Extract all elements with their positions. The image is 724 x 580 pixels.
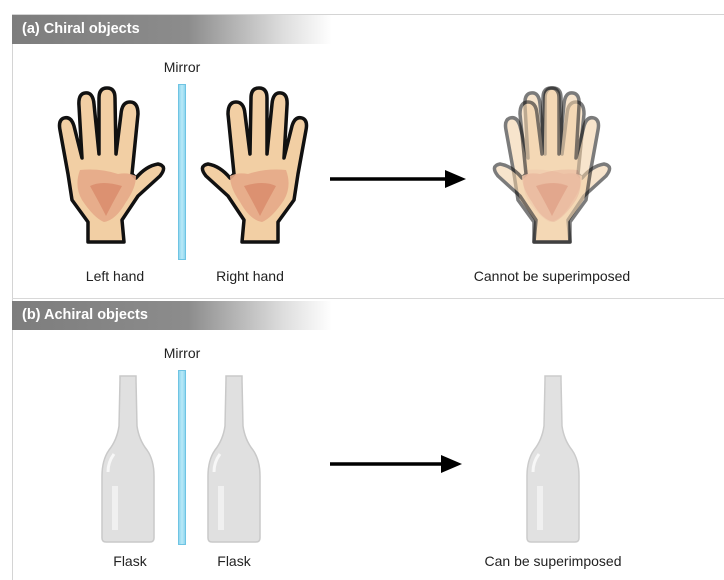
hands-overlay-icon [494,88,609,242]
flask-overlay-icon [527,376,579,542]
panel-b-right-label: Flask [217,553,250,569]
flask-icon [208,376,260,542]
panel-a-right-label: Right hand [216,268,284,284]
panel-b-left-label: Flask [113,553,146,569]
panel-a-result-label: Cannot be superimposed [474,268,630,284]
hand-right-icon [202,88,306,242]
panel-b-result-label: Can be superimposed [485,553,622,569]
arrow-right-icon [330,455,462,473]
hand-left-icon [60,88,164,242]
flask-icon [102,376,154,542]
arrow-right-icon [330,170,466,188]
panel-a-left-label: Left hand [86,268,144,284]
